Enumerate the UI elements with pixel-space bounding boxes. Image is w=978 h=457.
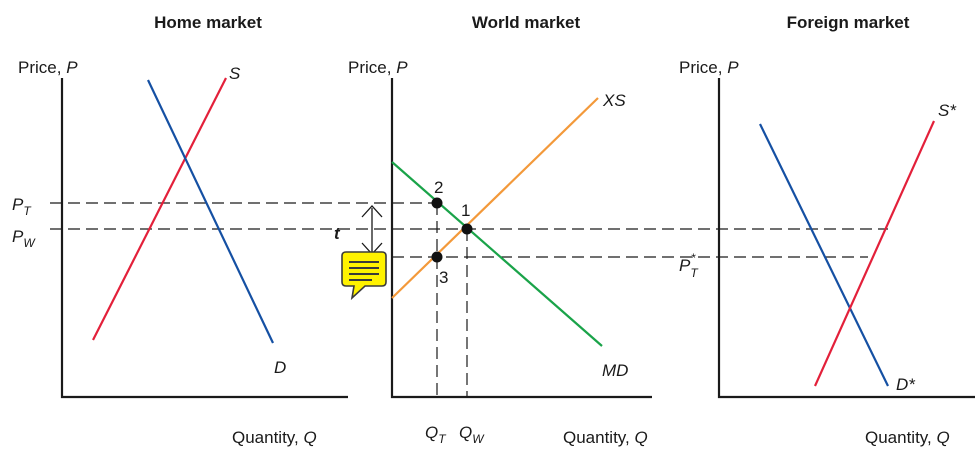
foreign-supply-label: S* <box>938 101 957 120</box>
home-demand-label: D <box>274 358 286 377</box>
export-supply-curve <box>391 97 599 299</box>
world-price-axis-label: Price, P <box>348 58 408 77</box>
point-2 <box>431 197 443 209</box>
home-price-axis-label: Price, P <box>18 58 78 77</box>
pt-star-label: PT* <box>679 251 699 280</box>
foreign-axes <box>717 78 975 399</box>
double-arrow-icon <box>361 205 383 255</box>
qt-label: QT <box>425 423 447 446</box>
home-supply-label: S <box>229 64 241 83</box>
comment-icon[interactable] <box>341 251 387 301</box>
import-demand-curve <box>391 161 603 347</box>
foreign-demand-curve <box>759 123 889 387</box>
foreign-market-title: Foreign market <box>787 13 910 32</box>
qw-label: QW <box>459 423 485 446</box>
foreign-quantity-axis-label: Quantity, Q <box>865 428 950 447</box>
export-supply-label: XS <box>602 91 626 110</box>
home-market-title: Home market <box>154 13 262 32</box>
pt-label: PT <box>12 195 32 218</box>
home-quantity-axis-label: Quantity, Q <box>232 428 317 447</box>
world-market-title: World market <box>472 13 581 32</box>
point-3 <box>431 251 443 263</box>
home-axes <box>60 78 348 399</box>
home-demand-curve <box>147 79 274 344</box>
import-demand-label: MD <box>602 361 628 380</box>
point-3-label: 3 <box>439 268 448 287</box>
point-1 <box>461 223 473 235</box>
point-2-label: 2 <box>434 178 443 197</box>
tariff-label: t <box>334 224 341 243</box>
pw-label: PW <box>12 227 36 250</box>
world-axes <box>390 78 652 399</box>
world-quantity-axis-label: Quantity, Q <box>563 428 648 447</box>
home-supply-curve <box>92 77 227 341</box>
foreign-supply-curve <box>813 120 936 387</box>
point-1-label: 1 <box>461 201 470 220</box>
foreign-price-axis-label: Price, P <box>679 58 739 77</box>
foreign-demand-label: D* <box>896 375 916 394</box>
